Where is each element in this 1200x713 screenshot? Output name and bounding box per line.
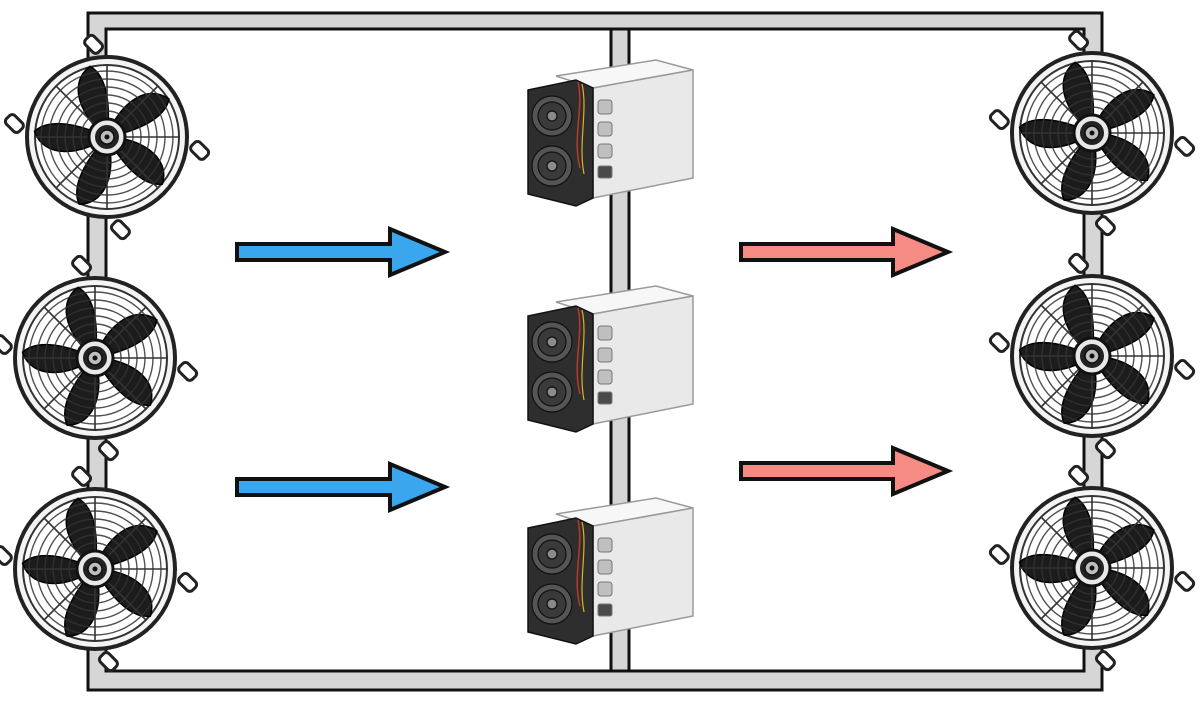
exhaust-fan-group <box>986 27 1198 674</box>
miner-group <box>527 59 694 645</box>
arrow-right-icon <box>235 460 451 514</box>
cold-airflow-arrows <box>235 225 451 514</box>
arrow-right-icon <box>739 225 954 279</box>
arrow-right-icon <box>235 225 451 279</box>
arrow-right-icon <box>739 444 954 498</box>
hot-airflow-arrows <box>739 225 954 498</box>
